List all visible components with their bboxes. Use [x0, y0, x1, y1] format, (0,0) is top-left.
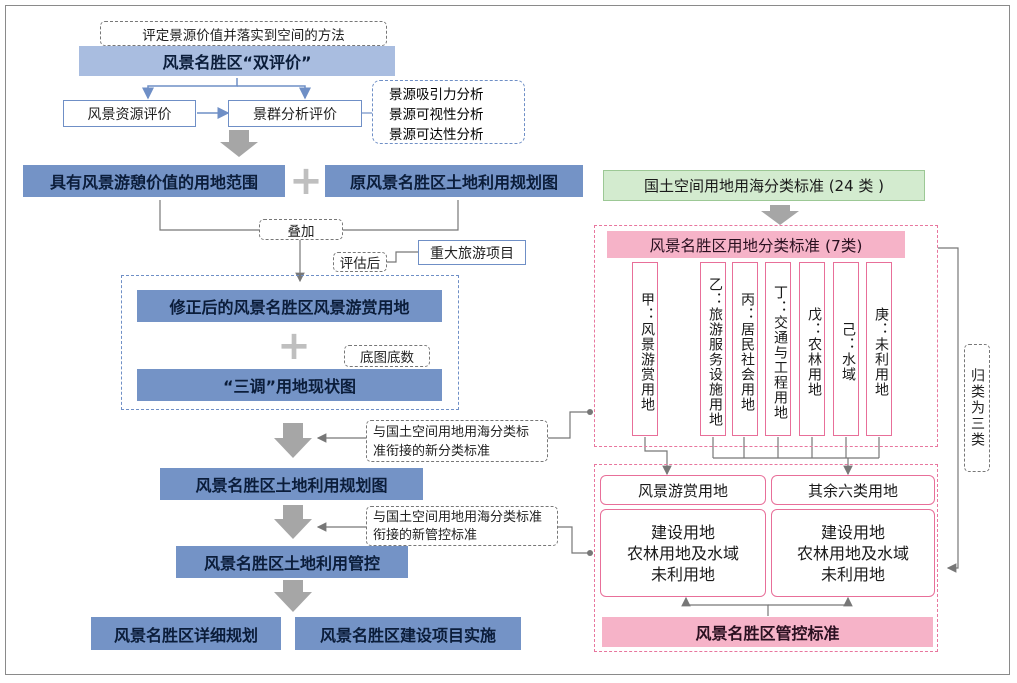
category-geng: 庚：未利用地 — [866, 262, 892, 436]
cluster-item: 景源吸引力分析 — [389, 87, 484, 103]
cluster-evaluation-box: 景群分析评价 — [228, 100, 362, 127]
control-std-box: 风景名胜区管控标准 — [602, 617, 933, 647]
major-project-box: 重大旅游项目 — [418, 240, 526, 265]
dual-evaluation-box: 风景名胜区“双评价” — [79, 46, 395, 76]
park-class-group — [594, 225, 938, 447]
class-std-link — [548, 411, 590, 439]
scenic-tour-land-box: 风景游赏用地 — [600, 475, 766, 505]
control-item: 建设用地 — [820, 522, 885, 542]
cluster-item: 景源可视性分析 — [389, 107, 484, 123]
right-control-items-box: 建设用地 农林用地及水域 未利用地 — [771, 509, 935, 597]
diagram-frame — [5, 5, 1010, 675]
original-plan-map-box: 原风景名胜区土地利用规划图 — [325, 165, 583, 197]
control-item: 建设用地 — [650, 522, 715, 542]
big-gray-arrows — [220, 130, 799, 612]
overlay-label: 叠加 — [259, 219, 343, 240]
base-count-label: 底图底数 — [344, 345, 430, 367]
new-class-std-label: 与国土空间用地用海分类标准衔接的新分类标准 — [366, 420, 548, 462]
method-label: 评定景源价值并落实到空间的方法 — [100, 21, 387, 46]
classify-three-line — [938, 247, 959, 573]
category-merge-lines — [644, 437, 880, 474]
control-item: 农林用地及水域 — [796, 543, 909, 563]
detail-plan-box: 风景名胜区详细规划 — [91, 617, 281, 650]
category-ding: 丁：交通与工程用地 — [765, 262, 791, 436]
after-eval-label: 评估后 — [333, 252, 387, 272]
new-control-std-label: 与国土空间用地用海分类标准衔接的新管控标准 — [366, 506, 558, 546]
revision-dashed-group — [121, 275, 459, 410]
category-wu: 戊：农林用地 — [799, 262, 825, 436]
national-std-box: 国土空间用地用海分类标准 (24 类 ) — [603, 170, 925, 201]
category-yi: 乙：旅游服务设施用地 — [700, 262, 726, 436]
plus-icon: + — [289, 158, 323, 204]
revised-land-box: 修正后的风景名胜区风景游赏用地 — [137, 290, 442, 322]
category-bing: 丙：居民社会用地 — [732, 262, 758, 436]
cluster-item: 景源可达性分析 — [389, 127, 484, 143]
resource-evaluation-box: 风景资源评价 — [63, 100, 196, 127]
control-item: 未利用地 — [650, 564, 715, 584]
project-impl-box: 风景名胜区建设项目实施 — [295, 617, 521, 650]
control-to-left-arrow — [681, 596, 769, 616]
plus-icon: + — [277, 323, 311, 369]
control-item: 农林用地及水域 — [626, 543, 739, 563]
land-plan-map-box: 风景名胜区土地利用规划图 — [160, 468, 423, 500]
arrow-to-resource-eval — [142, 78, 238, 100]
control-std-link — [558, 526, 590, 554]
control-to-right-arrow — [768, 596, 853, 607]
control-item: 未利用地 — [820, 564, 885, 584]
major-project-link — [387, 251, 418, 263]
cluster-items-box: 景源吸引力分析 景源可视性分析 景源可达性分析 — [372, 80, 525, 144]
land-control-box: 风景名胜区土地利用管控 — [176, 546, 408, 578]
control-group — [594, 464, 938, 652]
survey-map-box: “三调”用地现状图 — [137, 369, 442, 401]
park-class-std-box: 风景名胜区用地分类标准 (7类) — [607, 231, 905, 258]
other-six-box: 其余六类用地 — [771, 475, 935, 505]
category-jia: 甲：风景游赏用地 — [632, 262, 658, 436]
left-control-items-box: 建设用地 农林用地及水域 未利用地 — [600, 509, 766, 597]
classify-three-label: 归类为三类 — [964, 344, 990, 472]
arrow-to-cluster-eval — [237, 85, 311, 100]
scenic-value-land-box: 具有风景游憩价值的用地范围 — [23, 165, 285, 197]
category-ji: 己：水域 — [833, 262, 859, 436]
